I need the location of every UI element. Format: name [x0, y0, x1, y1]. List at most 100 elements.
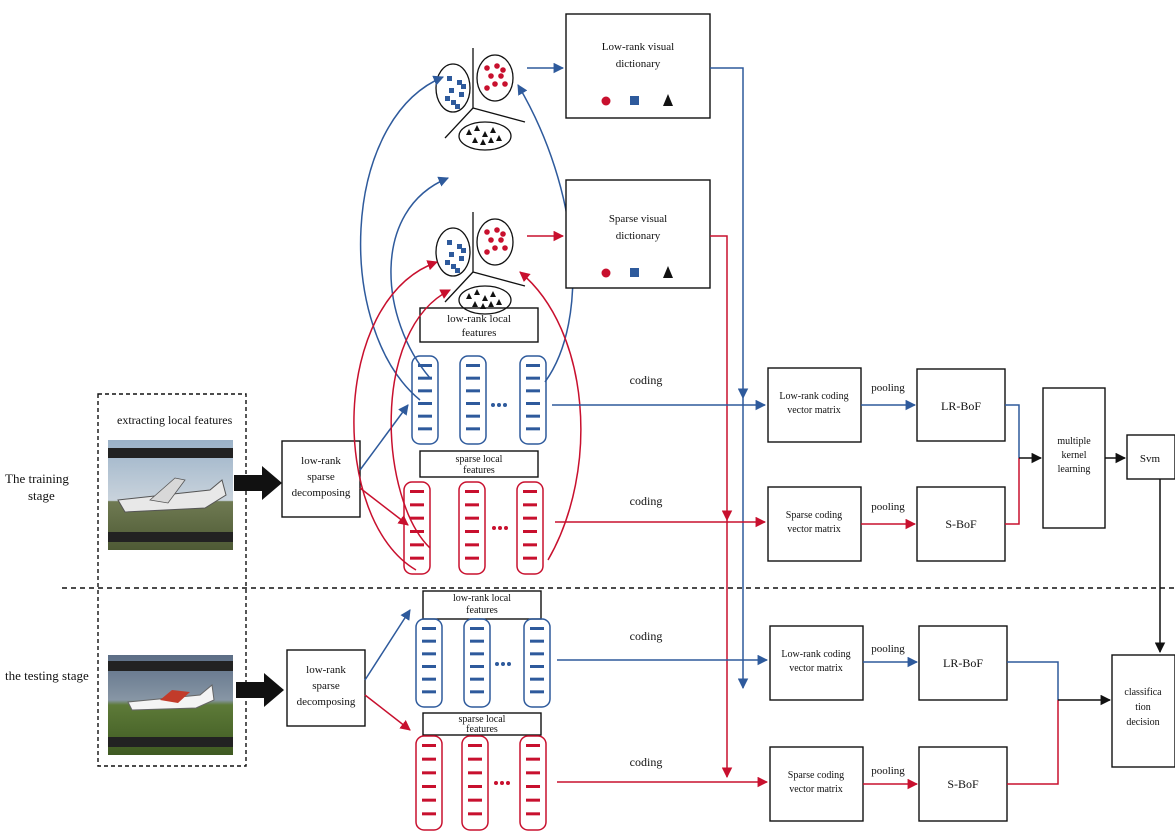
curve-red-inner — [390, 289, 451, 549]
lr-bof-to-merge — [1005, 404, 1020, 458]
black-triangle-icon — [663, 94, 673, 106]
black-triangle-icon-2 — [663, 266, 673, 278]
sparse-dict-l1: Sparse visual — [609, 213, 667, 225]
training-stage-label: The training — [5, 471, 69, 486]
sparse-features-label-box-test — [422, 712, 542, 736]
blue-square-icon — [630, 96, 639, 105]
mkl-l1: multiple — [1057, 436, 1091, 447]
lowrank-dict-l2: dictionary — [616, 58, 661, 70]
sparse-column-train-2 — [516, 481, 544, 575]
sparse-column-test-2 — [519, 735, 547, 831]
classifier-l2: tion — [1135, 702, 1151, 713]
sparse-column-train-1 — [458, 481, 486, 575]
sparse-column-train-0 — [403, 481, 431, 575]
decompose-testing-l1: low-rank — [306, 664, 346, 676]
arrow-decomp-s-train — [359, 487, 409, 526]
lowrank-dict-l1: Low-rank visual — [602, 41, 674, 53]
sparse-coding-box-train — [767, 486, 862, 562]
testing-image — [108, 655, 233, 755]
sparse-features-train-l2: features — [463, 465, 495, 476]
sparse-features-test-l1: sparse local — [459, 714, 506, 725]
mkl-l3: learning — [1058, 464, 1091, 475]
extracting-label: extracting local features — [117, 413, 233, 427]
arrow-decomp-s-test — [364, 694, 411, 731]
s-coding-train-l2: vector matrix — [787, 524, 841, 535]
lr-coding-test-l1: Low-rank coding — [781, 649, 850, 660]
lowrank-column-test-0 — [415, 618, 443, 708]
lowrank-column-test-2 — [523, 618, 551, 708]
lowrank-coding-box-train — [767, 367, 862, 443]
sparse-coding-box-test — [769, 746, 864, 822]
decompose-training-l2: sparse — [307, 471, 335, 483]
classifier-l3: decision — [1126, 717, 1159, 728]
sparse-features-train-l1: sparse local — [456, 454, 503, 465]
classifier-l1: classifica — [1124, 687, 1162, 698]
lowrank-cluster — [435, 48, 526, 151]
pooling-label-1: pooling — [871, 382, 905, 394]
pooling-label-3: pooling — [871, 643, 905, 655]
lr-coding-test-l2: vector matrix — [789, 663, 843, 674]
sparse-features-test-l2: features — [466, 724, 498, 735]
sparse-column-test-0 — [415, 735, 443, 831]
pooling-label-4: pooling — [871, 765, 905, 777]
pooling-label-2: pooling — [871, 501, 905, 513]
s-bof-train: S-BoF — [945, 517, 977, 531]
sparse-dict-feed — [710, 235, 733, 522]
decompose-box-training — [281, 440, 361, 518]
training-stage-label-2: stage — [28, 488, 55, 503]
classifier-box — [1111, 654, 1175, 768]
s-bof-box-test — [918, 746, 1008, 822]
lowrank-ellipsis-train — [491, 403, 507, 407]
coding-label-1: coding — [630, 373, 663, 387]
lowrank-coding-box-test — [769, 625, 864, 701]
decompose-box-testing — [286, 649, 366, 727]
testing-stage-label: the testing stage — [5, 668, 89, 683]
lr-bof-box-test — [918, 625, 1008, 701]
decompose-training-l1: low-rank — [301, 455, 341, 467]
s-coding-test-l2: vector matrix — [789, 784, 843, 795]
clusters — [435, 48, 526, 315]
training-image — [108, 440, 233, 550]
lr-bof-test: LR-BoF — [943, 656, 983, 670]
s-bof-box-train — [916, 486, 1006, 562]
mkl-box — [1042, 387, 1106, 529]
s-coding-test-l1: Sparse coding — [788, 770, 844, 781]
lr-bof-test-to-merge — [1007, 661, 1059, 700]
sparse-dictionary-box — [565, 179, 711, 289]
blue-square-icon-2 — [630, 268, 639, 277]
lowrank-column-test-1 — [463, 618, 491, 708]
lowrank-features-test-l1: low-rank local — [453, 593, 511, 604]
curve-blue-inner — [390, 176, 449, 379]
s-bof-to-merge — [1005, 458, 1020, 525]
sparse-column-test-1 — [461, 735, 489, 831]
input-arrow-testing — [236, 673, 284, 707]
sparse-features-label-box-train — [419, 450, 539, 478]
sparse-ellipsis-train — [492, 526, 508, 530]
feature-extraction-box — [97, 393, 247, 767]
coding-label-3: coding — [630, 629, 663, 643]
lr-bof-box-train — [916, 368, 1006, 442]
arrow-decomp-lr-train — [359, 404, 409, 471]
lowrank-column-train-1 — [459, 355, 487, 445]
decompose-testing-l3: decomposing — [297, 696, 356, 708]
red-dot-icon-2 — [601, 268, 611, 278]
curve-blue-outer — [359, 75, 444, 401]
lowrank-column-train-2 — [519, 355, 547, 445]
lr-coding-train-l1: Low-rank coding — [779, 391, 848, 402]
decompose-training-l3: decomposing — [292, 487, 351, 499]
svm-box — [1126, 434, 1175, 480]
sparse-ellipsis-test — [494, 781, 510, 785]
lowrank-dict-feed — [710, 67, 749, 400]
decompose-testing-l2: sparse — [312, 680, 340, 692]
lowrank-features-train-l2: features — [462, 327, 497, 339]
s-bof-test-to-merge — [1007, 700, 1059, 785]
s-bof-test: S-BoF — [947, 777, 979, 791]
lowrank-features-test-l2: features — [466, 605, 498, 616]
lr-coding-train-l2: vector matrix — [787, 405, 841, 416]
arrow-decomp-lr-test — [364, 609, 411, 681]
input-arrow-training — [234, 466, 282, 500]
lr-bof-train: LR-BoF — [941, 399, 981, 413]
red-dot-icon — [601, 96, 611, 106]
lowrank-column-train-0 — [411, 355, 439, 445]
